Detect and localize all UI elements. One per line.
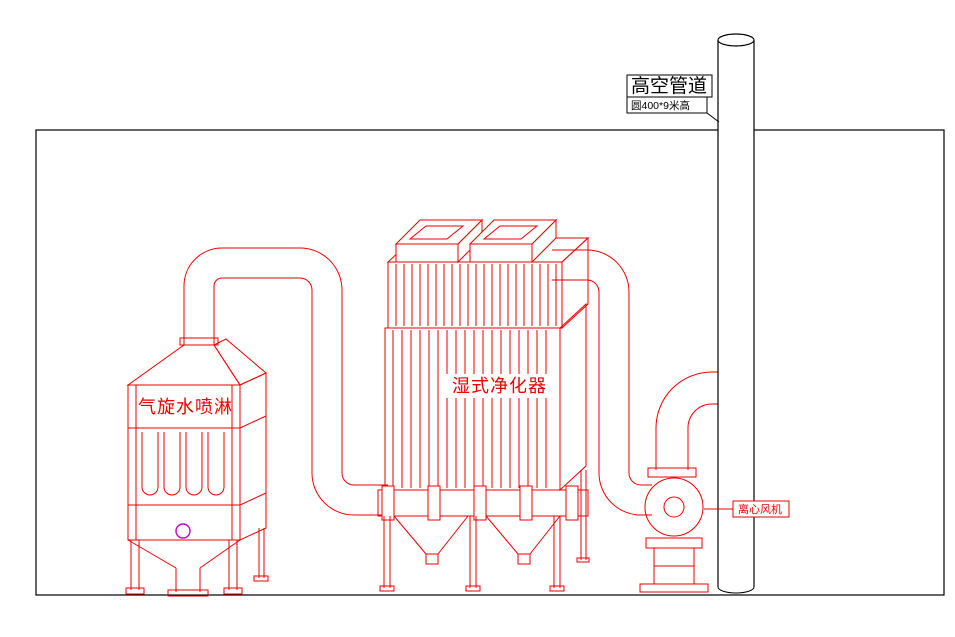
duct-tower-to-purifier	[183, 247, 388, 516]
cyclone-spray-tower	[125, 337, 269, 597]
spray-tower-label: 气旋水喷淋	[138, 397, 233, 417]
purifier-label: 湿式净化器	[452, 376, 547, 396]
sight-glass-circle	[175, 523, 191, 539]
centrifugal-fan	[639, 467, 709, 593]
stack-top-rim	[717, 33, 755, 47]
fan-label-box	[732, 500, 790, 518]
fan-label: 离心风机	[738, 502, 782, 516]
exhaust-stack	[717, 33, 755, 594]
stack-spec-box	[626, 96, 708, 114]
duct-purifier-to-fan	[552, 249, 652, 516]
stack-label-title: 高空管道	[631, 75, 707, 97]
purifier-label-mask	[446, 374, 554, 398]
fan-label-callout: 离心风机	[704, 500, 790, 518]
duct-fan-to-stack	[655, 371, 718, 470]
stack-label-spec: 圆400*9米高	[631, 99, 690, 112]
stack-label-callout: 高空管道 圆400*9米高	[626, 74, 720, 123]
stack-bottom-rim	[717, 586, 755, 594]
drawing-border	[35, 129, 945, 596]
wet-purifier	[377, 218, 590, 592]
stack-leader-line	[706, 112, 720, 123]
